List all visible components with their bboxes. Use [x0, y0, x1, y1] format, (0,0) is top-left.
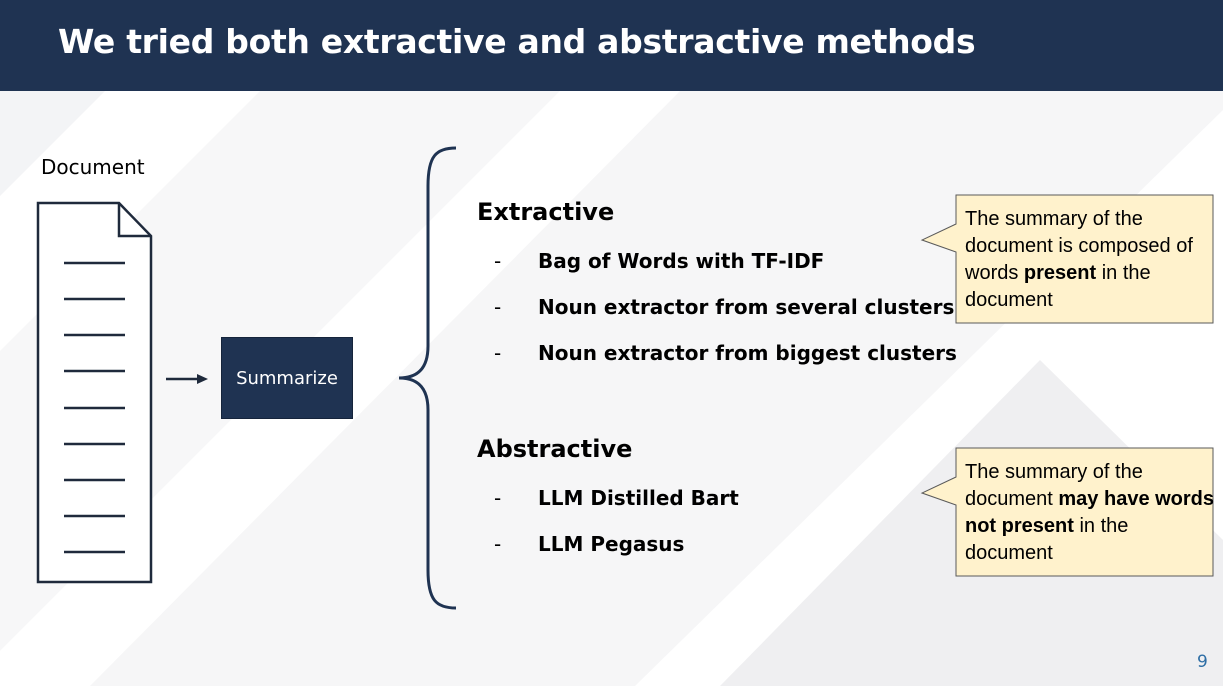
list-item: - Noun extractor from several clusters — [494, 295, 954, 319]
summarize-box: Summarize — [221, 337, 353, 419]
list-item-text: LLM Distilled Bart — [538, 486, 739, 510]
list-item: - Noun extractor from biggest clusters — [494, 341, 957, 365]
arrow-right-icon — [166, 374, 208, 384]
title-bar: We tried both extractive and abstractive… — [0, 0, 1223, 91]
extractive-callout: The summary of the document is composed … — [920, 194, 1216, 326]
document-label: Document — [41, 155, 145, 179]
slide-title: We tried both extractive and abstractive… — [58, 22, 976, 61]
list-item-text: Noun extractor from several clusters — [538, 295, 955, 319]
page-number: 9 — [1197, 652, 1208, 672]
list-item: - LLM Distilled Bart — [494, 486, 739, 510]
document-icon — [36, 201, 153, 584]
abstractive-callout: The summary of the document may have wor… — [920, 447, 1216, 579]
extractive-heading: Extractive — [477, 198, 615, 226]
list-item-text: LLM Pegasus — [538, 532, 685, 556]
bullet-dash: - — [494, 295, 502, 319]
bullet-dash: - — [494, 486, 502, 510]
extractive-callout-text: The summary of the document is composed … — [965, 208, 1193, 311]
bullet-dash: - — [494, 341, 502, 365]
abstractive-callout-text: The summary of the document may have wor… — [965, 461, 1215, 564]
list-item-text: Noun extractor from biggest clusters — [538, 341, 957, 365]
abstractive-heading: Abstractive — [477, 435, 633, 463]
curly-brace-icon — [398, 146, 457, 610]
list-item-text: Bag of Words with TF-IDF — [538, 249, 825, 273]
list-item: - Bag of Words with TF-IDF — [494, 249, 824, 273]
bullet-dash: - — [494, 249, 502, 273]
list-item: - LLM Pegasus — [494, 532, 684, 556]
bullet-dash: - — [494, 532, 502, 556]
